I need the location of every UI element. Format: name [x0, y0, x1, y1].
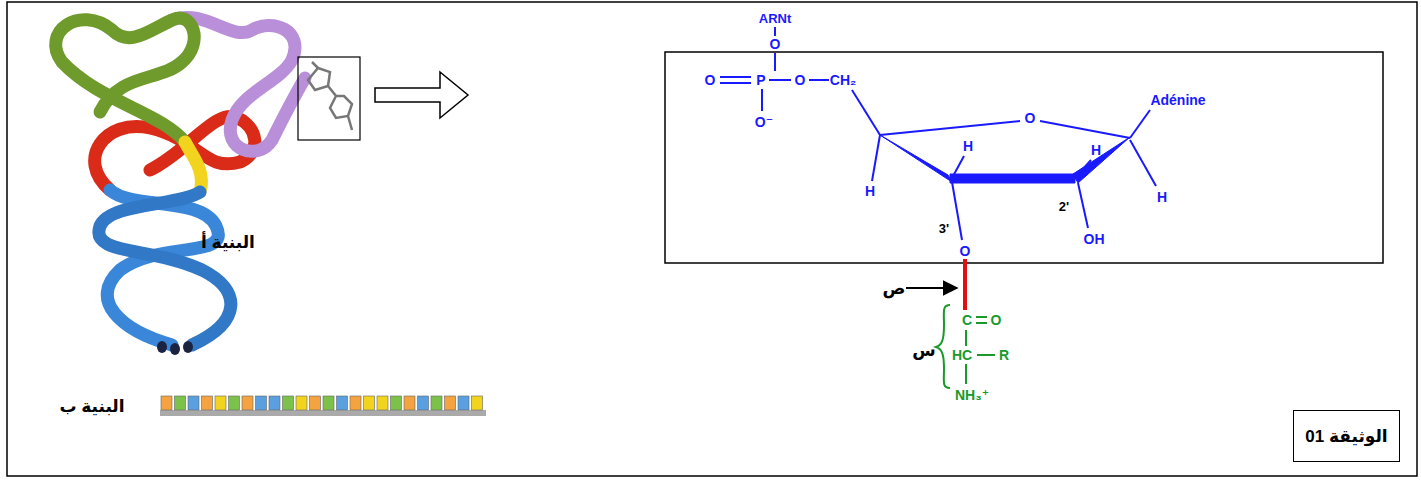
base-square: [256, 396, 267, 410]
atom-label: ARNt: [759, 12, 792, 25]
zoom-panel: [665, 52, 1383, 263]
atom-label: O: [705, 73, 716, 87]
atom-label: P: [756, 73, 765, 87]
atom-label: O⁻: [755, 115, 773, 129]
carbon-number: 3': [939, 222, 949, 235]
atom-label: NH₃⁺: [955, 388, 989, 402]
document-number: الوثيقة 01: [1305, 426, 1387, 447]
frame: [7, 2, 1417, 476]
atom-label: O: [991, 313, 1002, 327]
trna-ribbon: [56, 17, 305, 355]
base-square: [404, 396, 415, 410]
structure-label: البنية أ: [201, 234, 255, 251]
atom-label: O: [770, 37, 781, 51]
atom-label: H: [1091, 143, 1101, 157]
nucleotide-bonds: [720, 27, 1156, 240]
bond-label: ص: [883, 280, 906, 297]
carbon-number: 2': [1059, 200, 1069, 213]
atom-label: H: [1157, 190, 1167, 204]
base-square: [431, 396, 442, 410]
base-square: [364, 396, 375, 410]
base-square: [377, 396, 388, 410]
base-square: [472, 396, 483, 410]
zoom-box: [298, 57, 360, 140]
mrna-strand: [160, 396, 486, 416]
atom-label: C: [962, 313, 972, 327]
base-square: [188, 396, 199, 410]
base-square: [175, 396, 186, 410]
base-square: [229, 396, 240, 410]
strand-backbone: [160, 410, 486, 416]
base-square: [296, 396, 307, 410]
atom-label: HC: [952, 348, 972, 362]
leader-arrow: [906, 287, 957, 289]
base-square: [242, 396, 253, 410]
base-square: [202, 396, 213, 410]
zoom-arrow: [375, 72, 468, 118]
structure-label: البنية ب: [59, 398, 124, 415]
base-square: [283, 396, 294, 410]
atom-label: R: [999, 348, 1009, 362]
base-square: [445, 396, 456, 410]
base-square: [350, 396, 361, 410]
atom-label: O: [1025, 111, 1036, 125]
base-square: [337, 396, 348, 410]
atom-label: CH₂: [830, 73, 856, 87]
base-square: [391, 396, 402, 410]
atom-label: H: [865, 184, 875, 198]
atom-label: OH: [1084, 232, 1105, 246]
group-label: س: [912, 342, 935, 359]
document-tag: الوثيقة 01: [1293, 410, 1400, 462]
atom-label: O: [795, 73, 806, 87]
ester-bond: [963, 259, 967, 310]
base-square: [418, 396, 429, 410]
atom-label: O: [960, 244, 971, 258]
atom-label: H: [963, 139, 973, 153]
base-square: [215, 396, 226, 410]
base-square: [458, 396, 469, 410]
base-square: [310, 396, 321, 410]
amino-acid-bonds: [936, 305, 995, 388]
base-square: [161, 396, 172, 410]
adenosine-sketch: [308, 62, 352, 130]
base-name: Adénine: [1150, 93, 1205, 107]
base-square: [269, 396, 280, 410]
base-square: [323, 396, 334, 410]
